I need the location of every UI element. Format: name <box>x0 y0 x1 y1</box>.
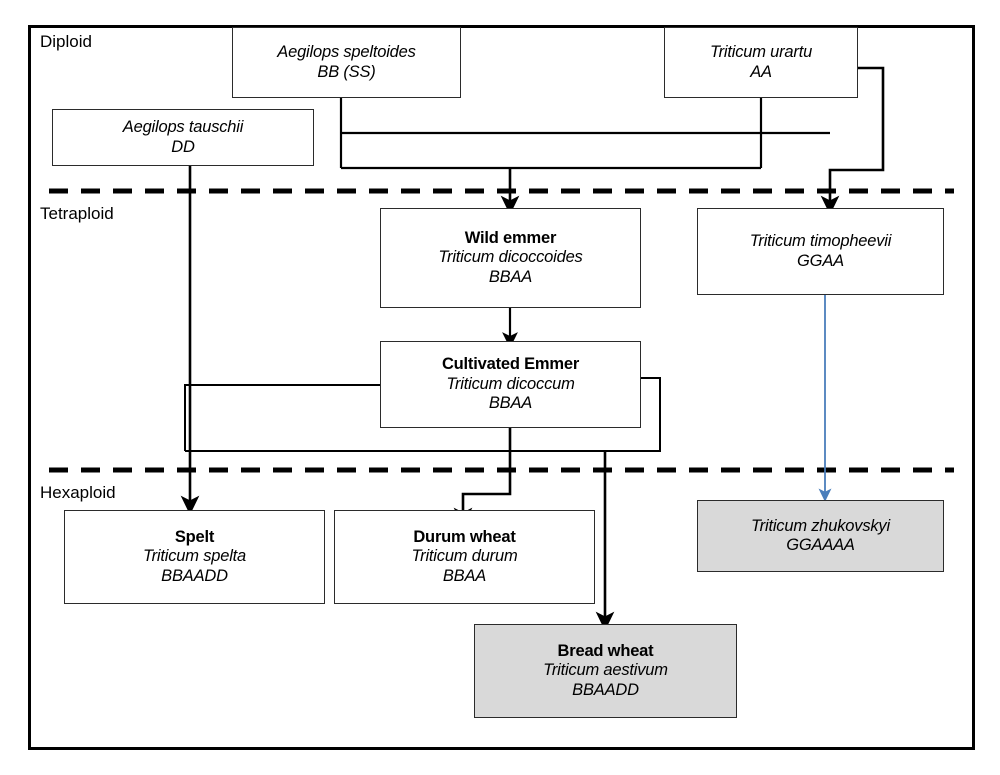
node-genome-formula: GGAA <box>797 251 844 270</box>
node-species-name: Triticum durum <box>411 547 518 566</box>
node-genome-formula: BBAADD <box>572 680 639 699</box>
node-durum-wheat[interactable]: Durum wheat Triticum durum BBAA <box>334 510 595 604</box>
node-genome-formula: BBAA <box>442 566 487 585</box>
node-genome-formula: DD <box>171 137 195 156</box>
ploidy-label-tetraploid: Tetraploid <box>40 204 114 223</box>
node-species-name: Triticum dicoccoides <box>438 248 583 267</box>
node-aegilops-speltoides[interactable]: Aegilops speltoides BB (SS) <box>232 27 461 98</box>
node-genome-formula: BB (SS) <box>317 62 376 81</box>
node-species-name: Aegilops speltoides <box>277 43 416 62</box>
node-genome-formula: AA <box>750 62 772 81</box>
node-genome-formula: BBAA <box>488 267 533 286</box>
node-common-name: Durum wheat <box>413 527 516 546</box>
node-species-name: Triticum timopheevii <box>749 232 892 251</box>
node-bread-wheat[interactable]: Bread wheat Triticum aestivum BBAADD <box>474 624 737 718</box>
node-cultivated-emmer[interactable]: Cultivated Emmer Triticum dicoccum BBAA <box>380 341 641 428</box>
node-genome-formula: GGAAAA <box>786 536 855 554</box>
node-common-name: Cultivated Emmer <box>441 355 580 374</box>
node-spelt[interactable]: Spelt Triticum spelta BBAADD <box>64 510 325 604</box>
node-species-name: Triticum dicoccum <box>446 374 575 393</box>
node-species-name: Aegilops tauschii <box>122 118 244 137</box>
ploidy-label-hexaploid: Hexaploid <box>40 483 116 502</box>
node-species-name: Triticum urartu <box>709 43 813 62</box>
ploidy-label-diploid: Diploid <box>40 32 92 51</box>
node-common-name: Wild emmer <box>464 228 557 247</box>
node-wild-emmer[interactable]: Wild emmer Triticum dicoccoides BBAA <box>380 208 641 308</box>
node-common-name: Bread wheat <box>557 641 654 660</box>
node-species-name: Triticum zhukovskyi <box>751 516 890 535</box>
node-species-name: Triticum spelta <box>142 547 247 566</box>
node-triticum-timopheevii[interactable]: Triticum timopheevii GGAA <box>697 208 944 295</box>
node-genome-formula: BBAADD <box>161 566 228 585</box>
node-common-name: Spelt <box>174 527 215 546</box>
node-species-name: Triticum aestivum <box>543 661 668 680</box>
node-triticum-zhukovskyi[interactable]: Triticum zhukovskyi GGAAAA <box>697 500 944 572</box>
node-triticum-urartu[interactable]: Triticum urartu AA <box>664 27 858 98</box>
node-genome-formula: BBAA <box>488 394 533 413</box>
node-aegilops-tauschii[interactable]: Aegilops tauschii DD <box>52 109 314 166</box>
